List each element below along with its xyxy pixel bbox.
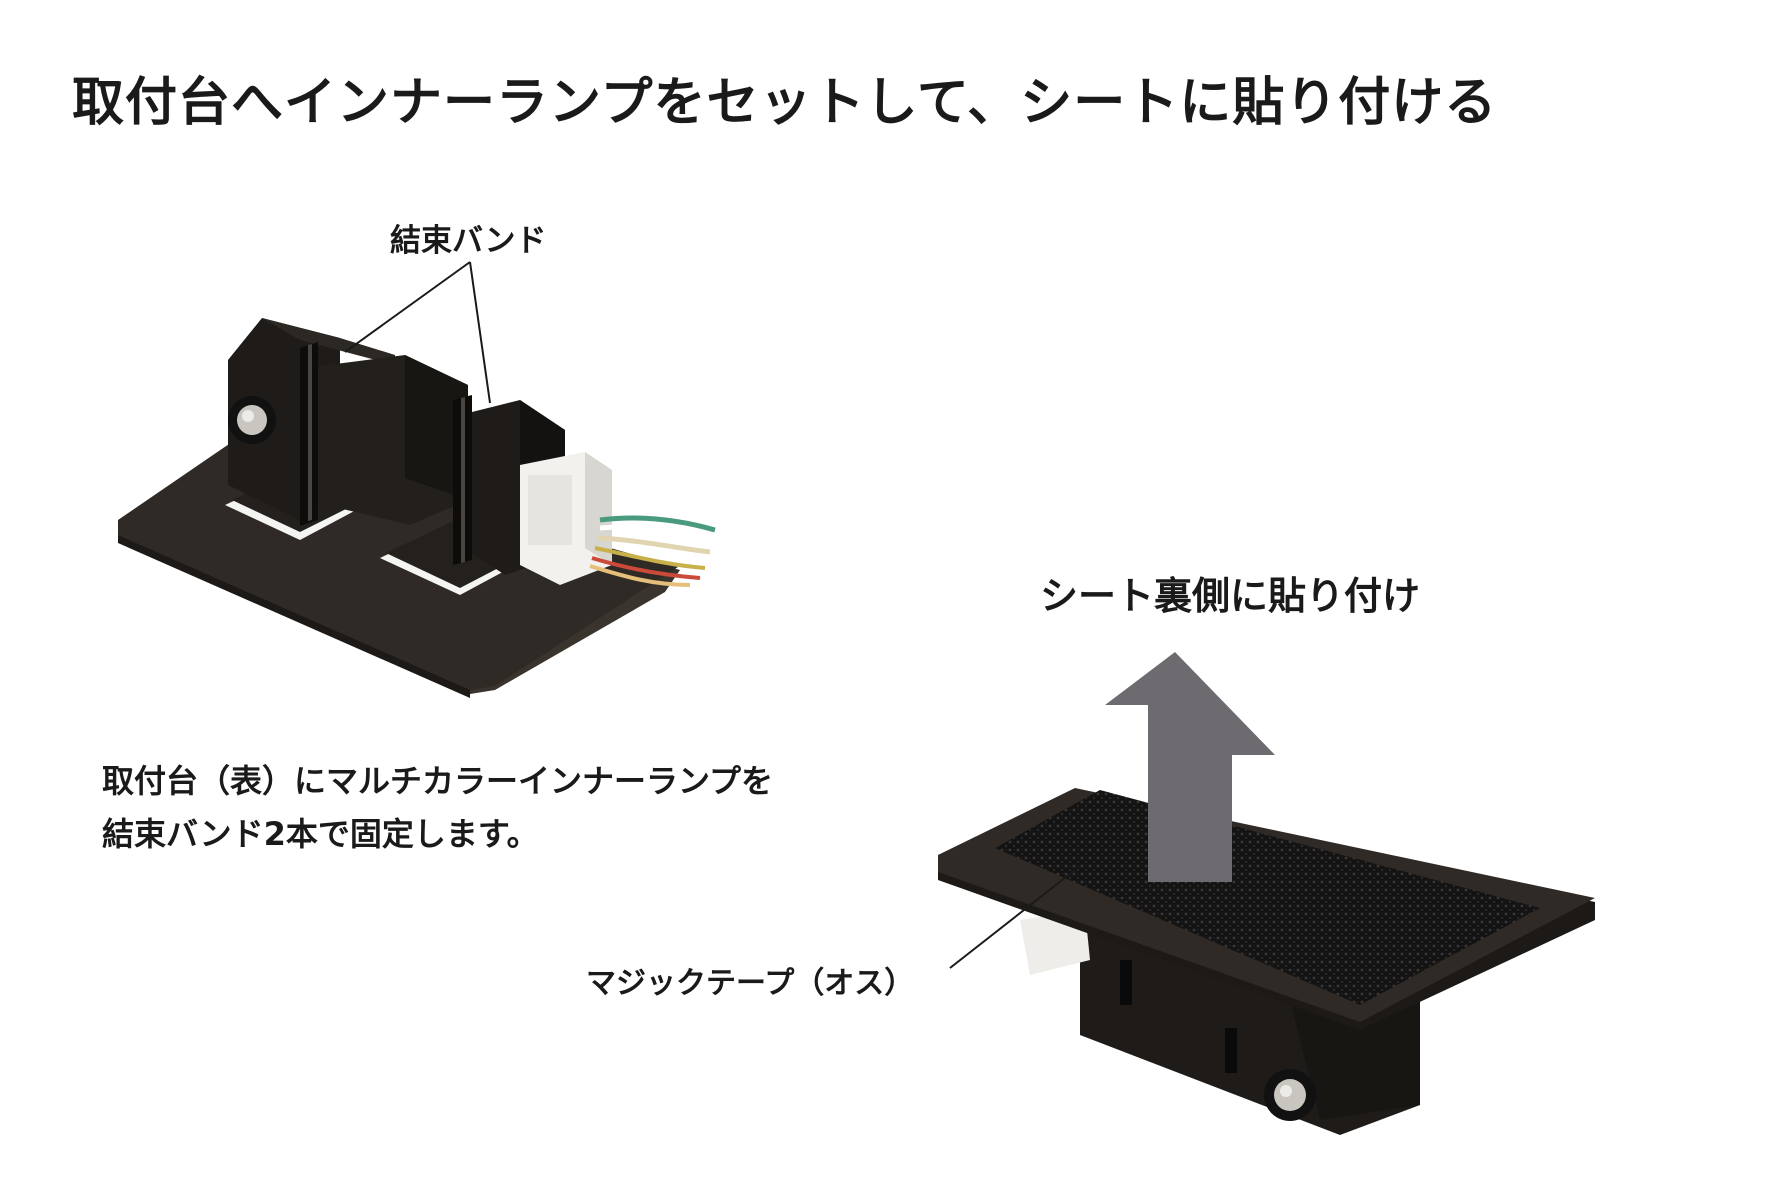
zip-tie-callout: 結束バンド — [390, 223, 547, 259]
callout-line-zip-tie-right — [469, 261, 491, 404]
mounting-base-illustration — [118, 318, 716, 698]
velcro-base-illustration — [938, 788, 1595, 1135]
up-arrow — [1105, 652, 1275, 882]
callout-line-zip-tie-left — [344, 261, 471, 353]
arrow-label: シート裏側に貼り付け — [1040, 574, 1421, 618]
page-title: 取付台へインナーランプをセットして、シートに貼り付ける — [72, 73, 1498, 133]
callout-line-velcro — [949, 869, 1076, 969]
velcro-callout: マジックテープ（オス） — [586, 966, 915, 1001]
caption-line-1: 取付台（表）にマルチカラーインナーランプを — [102, 762, 774, 800]
caption-line-2: 結束バンド2本で固定します。 — [102, 815, 539, 853]
left-figure-caption: 取付台（表）にマルチカラーインナーランプを 結束バンド2本で固定します。 — [102, 755, 773, 861]
